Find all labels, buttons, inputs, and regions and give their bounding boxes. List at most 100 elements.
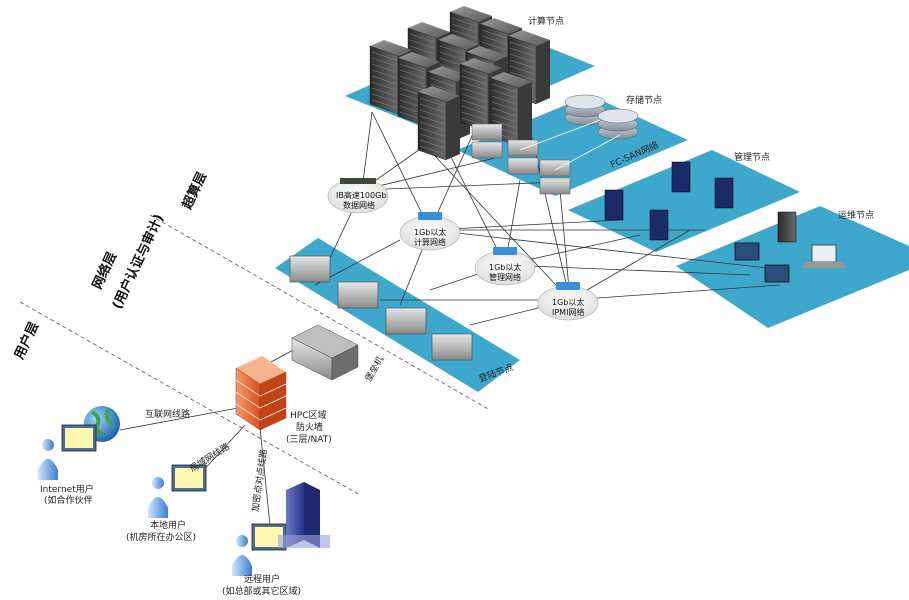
rack-slot — [491, 83, 517, 93]
internet-user-icon — [38, 424, 97, 480]
rack-slot — [491, 89, 517, 99]
rack-slot — [509, 71, 535, 81]
rack-slot — [461, 81, 487, 91]
internet-user-label-1: Internet用户 — [40, 483, 94, 495]
compute-cloud-label-2: 计算网络 — [414, 237, 446, 247]
storage-servers — [471, 123, 571, 195]
rack-slot — [409, 45, 435, 55]
rack-slot — [509, 47, 535, 57]
rack-slot — [461, 75, 487, 85]
rack-slot — [371, 87, 397, 97]
rack-slot — [419, 97, 445, 107]
rack-slot — [399, 69, 425, 79]
compute-network-cloud — [399, 212, 461, 251]
rack-top — [428, 66, 470, 82]
rack-top — [398, 52, 440, 68]
rack-slot — [461, 105, 487, 115]
layer-label-user: 用户层 — [11, 320, 42, 363]
compute-cloud-label-1: 1Gb以太 — [414, 227, 446, 237]
ib-network-cloud — [327, 178, 389, 214]
office-building-icon — [278, 482, 330, 548]
rack-slot — [491, 107, 517, 117]
rack-slot — [399, 63, 425, 73]
rack-slot — [419, 133, 445, 143]
remote-user-label-2: (如总部或其它区域) — [222, 585, 301, 596]
rack-top — [460, 58, 502, 74]
rack-side — [536, 40, 550, 104]
rack-top — [466, 46, 508, 62]
fcsan-link — [519, 119, 601, 151]
rack-slot — [371, 99, 397, 109]
mgmt-cloud-label-1: 1Gb以太 — [489, 262, 521, 272]
lan-line-label: 局域网线路 — [187, 441, 232, 475]
local-user-icon — [148, 464, 207, 518]
local-user-label-1: 本地用户 — [150, 519, 186, 531]
rack-slot — [419, 145, 445, 155]
internet-line-label: 互联网线路 — [145, 408, 190, 420]
mgmt-network-cloud — [474, 247, 536, 286]
ib-cloud-label-1: IB高速100Gb — [336, 190, 386, 200]
ipmi-cloud-label-1: 1Gb以太 — [552, 297, 584, 307]
ipmi-cloud-label-2: IPMI网络 — [552, 307, 584, 317]
layer-label-network: 网络层 — [89, 250, 120, 292]
rack-slot — [509, 59, 535, 69]
ops-zone-platform — [676, 206, 909, 328]
p2p-line-label: 加密点对点线路 — [249, 448, 270, 512]
rack-slot — [491, 95, 517, 105]
rack-slot — [429, 77, 455, 87]
zone-label-storage: 存储节点 — [626, 94, 662, 106]
rack-slot — [371, 93, 397, 103]
rack-slot — [371, 81, 397, 91]
rack-slot — [481, 29, 507, 39]
rack-top — [480, 18, 522, 34]
rack-slot — [419, 121, 445, 131]
rack-top — [408, 22, 450, 38]
rack-top — [490, 72, 532, 88]
rack-slot — [409, 33, 435, 43]
rack-slot — [439, 51, 465, 61]
management-towers — [604, 161, 734, 241]
rack-slot — [509, 41, 535, 51]
rack-slot — [439, 45, 465, 55]
rack-slot — [419, 109, 445, 119]
firewall-label-3: (三层/NAT) — [286, 434, 332, 445]
rack-slot — [419, 127, 445, 137]
layer-label-network-sub: (用户认证与审计) — [109, 212, 167, 312]
rack-side — [518, 82, 532, 146]
rack-top — [508, 30, 550, 46]
rack-slot — [461, 69, 487, 79]
rack-slot — [419, 115, 445, 125]
rack-slot — [371, 51, 397, 61]
rack-slot — [461, 93, 487, 103]
firewall-wall — [235, 356, 287, 431]
layer-label-super: 超算层 — [179, 170, 210, 212]
rack-slot — [461, 87, 487, 97]
internet-user-label-2: (如合作伙伴 — [44, 494, 93, 506]
rack-slot — [419, 139, 445, 149]
remote-user-icon — [232, 523, 287, 576]
zone-label-compute: 计算节点 — [528, 15, 564, 27]
login-servers — [289, 255, 473, 361]
zone-label-ops: 运维节点 — [838, 209, 874, 221]
rack-slot — [399, 75, 425, 85]
rack-slot — [481, 35, 507, 45]
firewall-label-1: HPC区域 — [290, 409, 326, 421]
ops-devices — [734, 211, 846, 283]
rack-slot — [491, 113, 517, 123]
ib-cloud-label-2: 数据网络 — [343, 200, 375, 210]
rack-slot — [461, 111, 487, 121]
rack-slot — [409, 39, 435, 49]
compute-racks — [369, 6, 550, 161]
rack-slot — [491, 101, 517, 111]
rack-slot — [419, 103, 445, 113]
rack-side — [446, 96, 460, 160]
rack-slot — [509, 65, 535, 75]
rack-slot — [429, 83, 455, 93]
rack-slot — [461, 99, 487, 109]
rack-top — [438, 34, 480, 50]
rack-slot — [491, 119, 517, 129]
rack-top — [418, 86, 460, 102]
firewall-label-2: 防火墙 — [296, 421, 323, 433]
rack-slot — [371, 69, 397, 79]
